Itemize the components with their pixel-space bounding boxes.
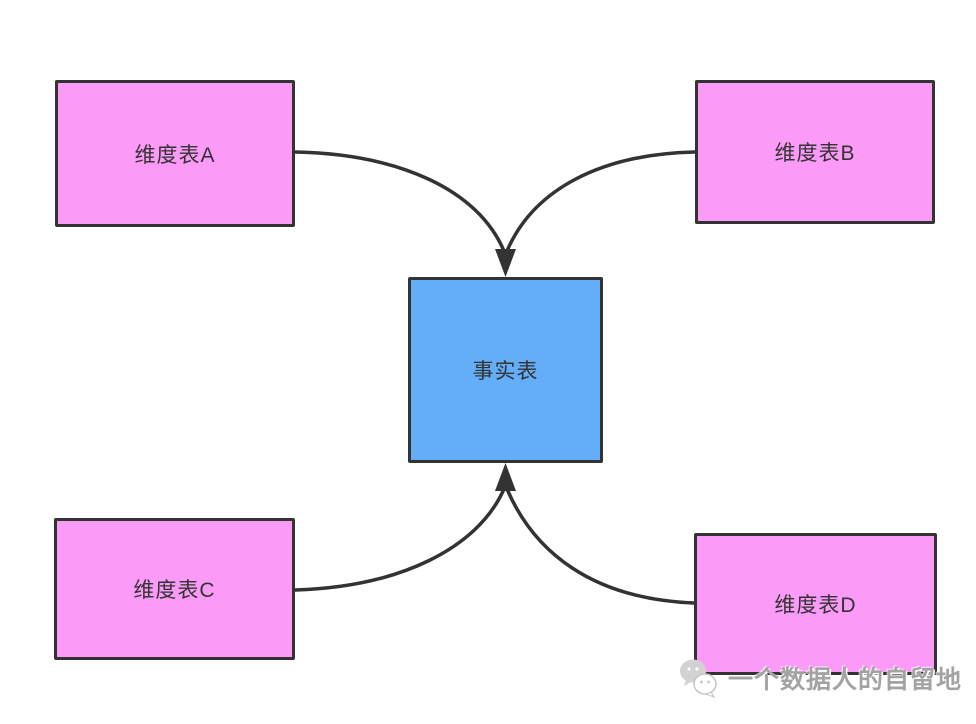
node-label: 维度表D [774,594,857,617]
node-dimension-table-d: 维度表D [694,533,937,675]
node-label: 维度表C [133,579,216,602]
node-dimension-table-a: 维度表A [55,80,295,227]
arrowhead-top [495,249,516,277]
node-label: 维度表B [774,142,856,165]
node-dimension-table-c: 维度表C [54,518,295,660]
arrowhead-bottom [495,463,516,491]
node-label: 事实表 [472,360,539,383]
arrow-dim-c-to-fact [293,487,506,592]
watermark-text: 一个数据人的自留地 [728,666,963,694]
arrow-dim-d-to-fact [505,487,696,605]
wechat-icon [680,659,717,699]
watermark: 一个数据人的自留地 [678,656,962,700]
arrow-dim-a-to-fact [293,150,506,253]
node-dimension-table-b: 维度表B [695,80,935,224]
node-label: 维度表A [134,143,216,167]
node-fact-table: 事实表 [408,277,603,463]
arrow-dim-b-to-fact [505,150,697,253]
